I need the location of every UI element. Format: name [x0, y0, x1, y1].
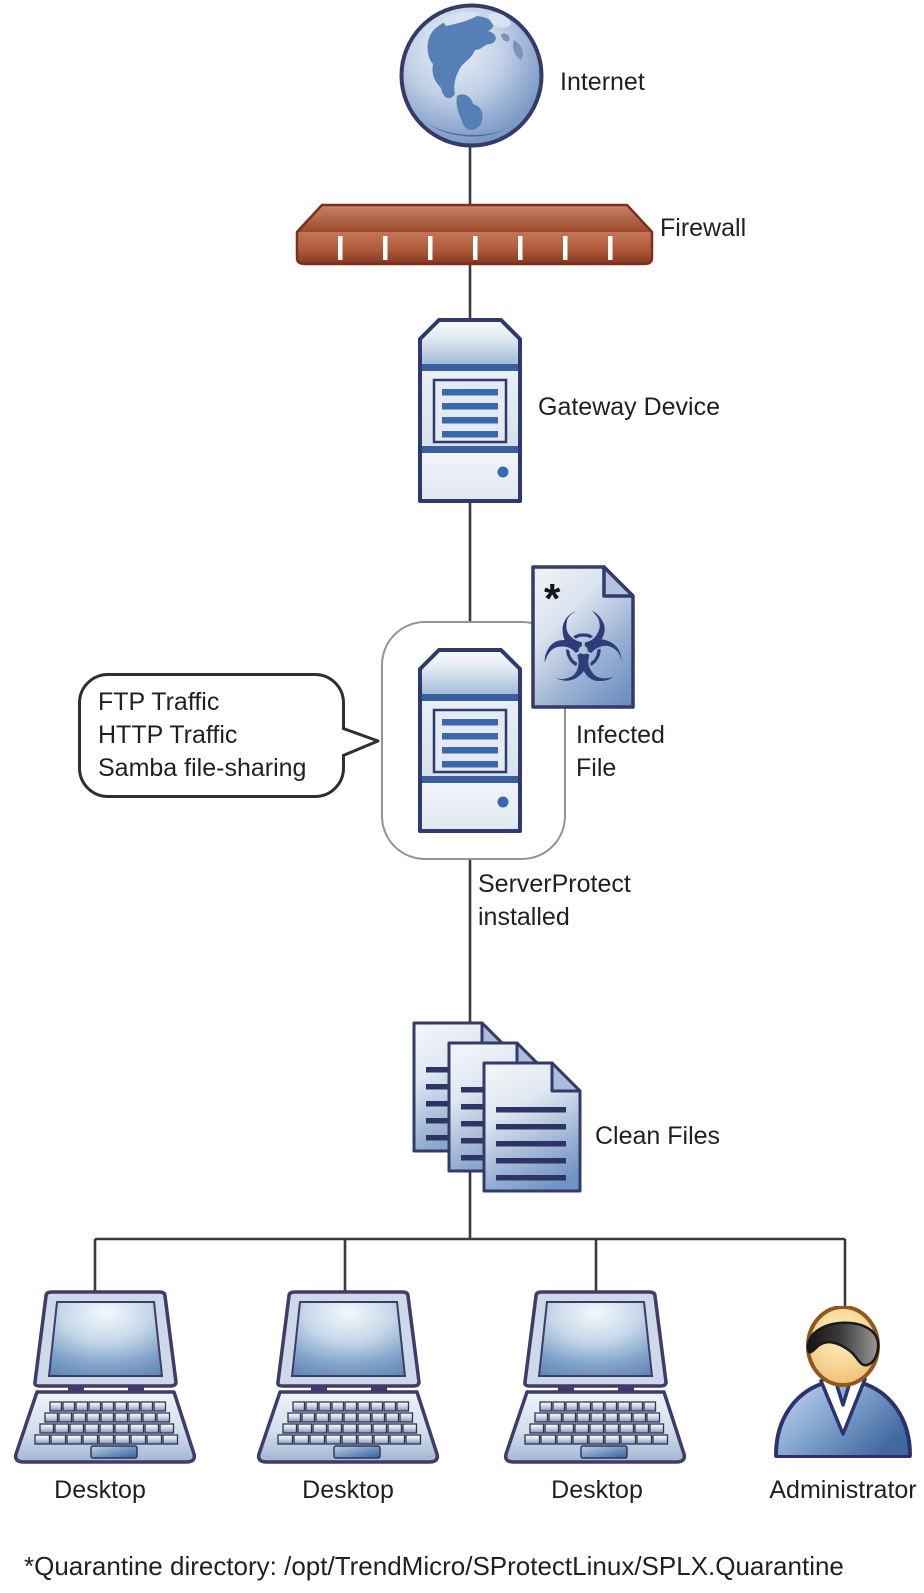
desktop-laptop-icon: [253, 1290, 443, 1466]
internet-globe-icon: [399, 3, 544, 148]
desktop-label: Desktop: [302, 1476, 394, 1504]
firewall-icon: [295, 203, 654, 266]
biohazard-icon: ☣: [540, 592, 626, 704]
infected-file-label: Infected File: [576, 721, 665, 782]
desktop-label: Desktop: [54, 1476, 146, 1504]
gateway-server-icon: [416, 312, 524, 504]
callout-line-samba: Samba file-sharing: [98, 754, 307, 782]
desktop-laptop-icon: [10, 1290, 200, 1466]
desktop-laptop-icon: [500, 1290, 690, 1466]
desktop-label: Desktop: [551, 1476, 643, 1504]
clean-files-icon: [412, 1021, 582, 1193]
administrator-icon: [774, 1306, 912, 1458]
clean-files-label: Clean Files: [595, 1122, 721, 1150]
internet-label: Internet: [560, 68, 645, 96]
callout-pointer: [342, 726, 380, 758]
firewall-label: Firewall: [660, 214, 747, 242]
callout-line-ftp: FTP Traffic: [98, 688, 220, 716]
protected-server-icon: [416, 642, 524, 834]
infected-file-icon: * ☣: [531, 565, 635, 709]
callout-line-http: HTTP Traffic: [98, 721, 238, 749]
gateway-device-label: Gateway Device: [538, 393, 721, 421]
quarantine-directory-footnote: *Quarantine directory: /opt/TrendMicro/S…: [24, 1551, 844, 1581]
administrator-label: Administrator: [769, 1476, 917, 1504]
quarantine-asterisk-mark: *: [544, 575, 561, 622]
traffic-callout-bubble: FTP Traffic HTTP Traffic Samba file-shar…: [78, 673, 345, 798]
serverprotect-installed-label: ServerProtect installed: [478, 870, 631, 931]
